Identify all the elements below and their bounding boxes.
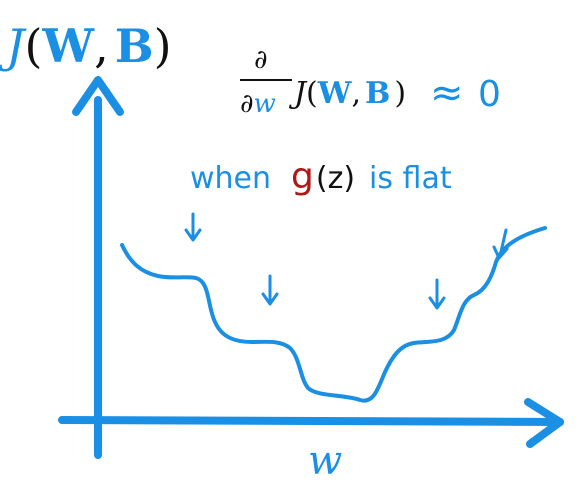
y-axis-label: J(W,B) <box>0 19 172 73</box>
approx-symbol: ≈ <box>430 70 464 116</box>
flat-region-arrow <box>261 274 279 306</box>
x-axis-arrowhead <box>524 398 564 448</box>
flat-region-arrow <box>492 228 509 260</box>
derivative-expression: ∂ ∂w J(W,B) ≈ 0 <box>240 45 501 119</box>
derivative-denominator: ∂w <box>240 89 276 119</box>
x-axis-line <box>58 416 564 426</box>
approx-zero: 0 <box>478 74 501 115</box>
derivative-numerator: ∂ <box>254 45 267 75</box>
x-axis-label: w <box>308 438 342 484</box>
flat-region-arrow <box>428 278 446 310</box>
flat-region-arrow <box>184 212 202 242</box>
y-axis-arrowhead <box>72 76 124 116</box>
derivative-function: J(W,B) <box>288 76 406 111</box>
cost-curve <box>120 226 547 403</box>
